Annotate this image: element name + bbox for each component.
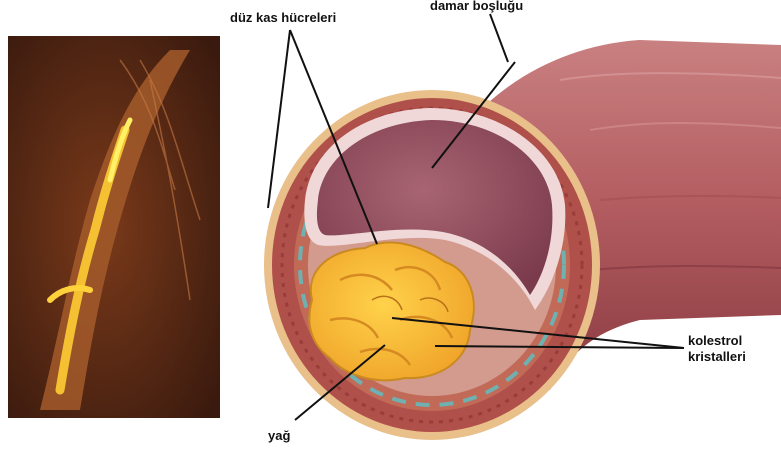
label-crystals: kristalleri [688, 349, 746, 365]
label-smooth-muscle-cells: düz kas hücreleri [230, 10, 336, 26]
label-vessel-lumen: damar boşluğu [430, 0, 523, 14]
label-fat: yağ [268, 428, 290, 444]
fat-plaque [309, 243, 474, 381]
label-cholesterol: kolestrol [688, 333, 742, 349]
micrograph-image [8, 36, 220, 418]
